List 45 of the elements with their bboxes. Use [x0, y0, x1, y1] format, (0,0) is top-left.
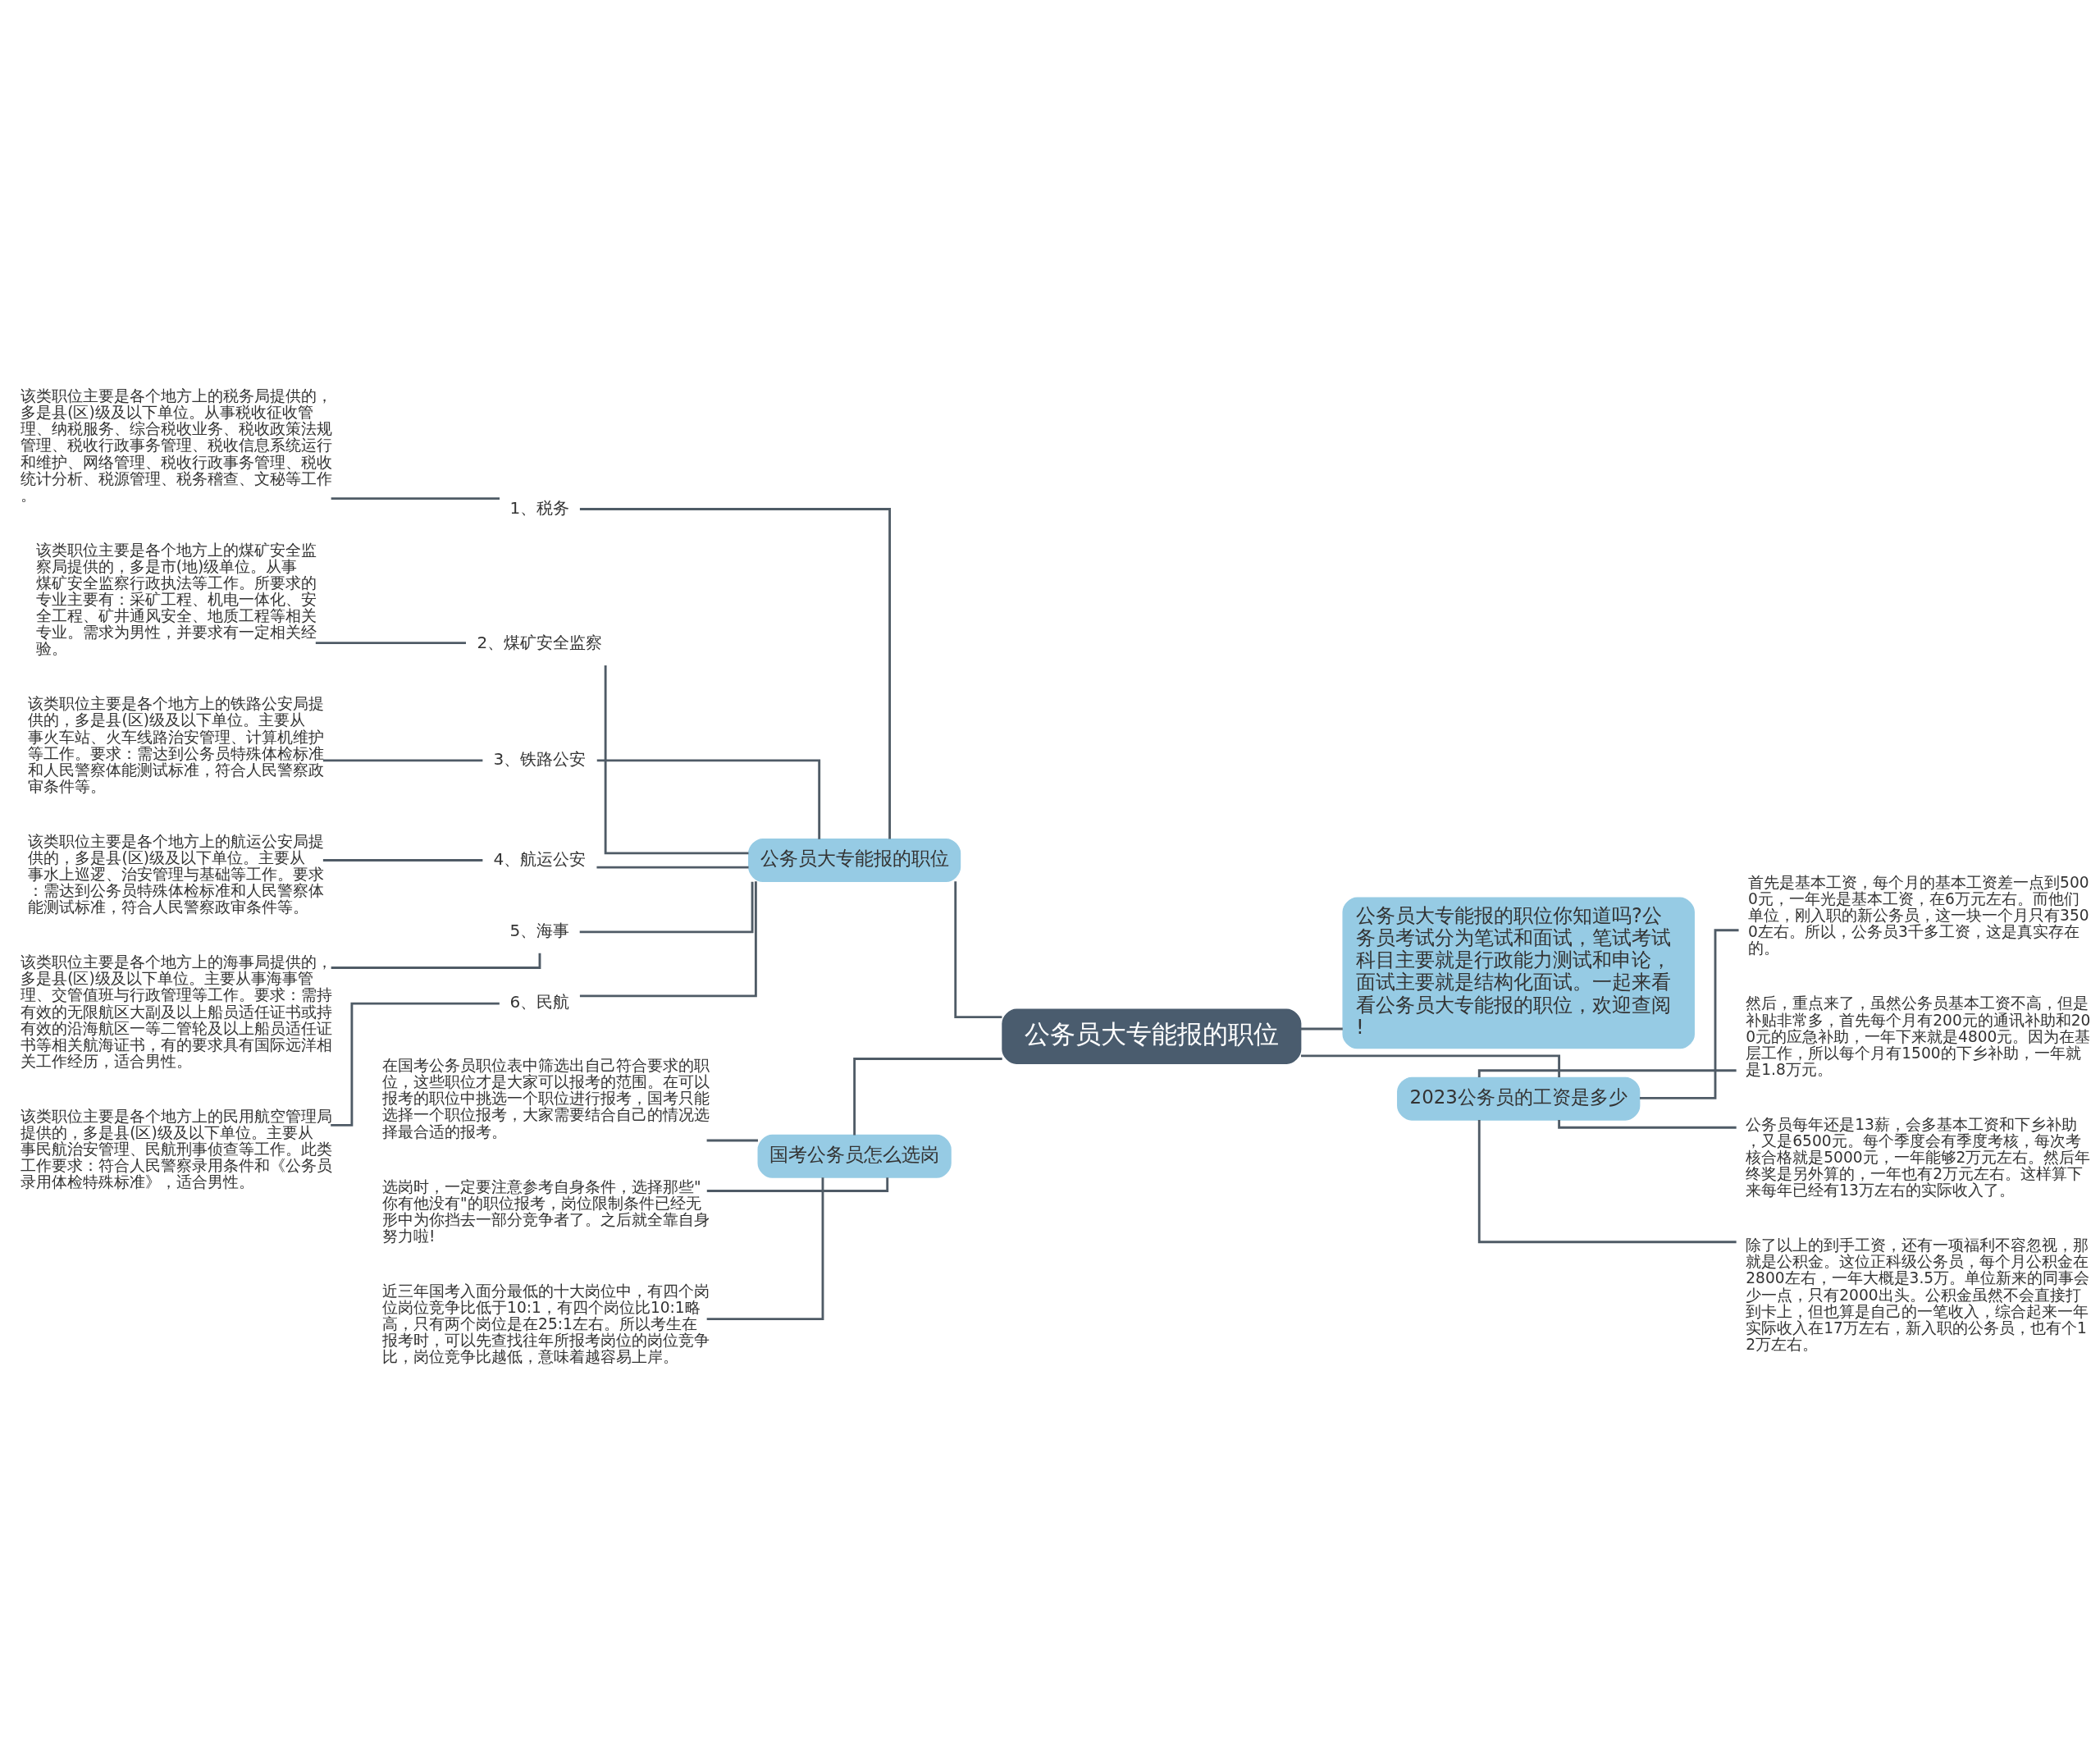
connector [604, 665, 749, 854]
node-box: 2023公务员的工资是多少 [1397, 1076, 1641, 1121]
connector [579, 880, 757, 997]
connector [1300, 1027, 1343, 1030]
node-text: 该类职位主要是各个地方上的煤矿安全监察局提供的，多是市(地)级单位。从事煤矿安全监察行政执法等工作。所要求的专业主要有：采矿工程、机电一体化、安全工程、矿井通风安全、地质工程等相关专业。需求为男性，并要求有一定相关经验。 [35, 541, 317, 657]
node-box: 公务员大专能报的职位你知道吗?公务员考试分为笔试和面试，笔试考试科目主要就是行政能力测试和申论，面试主要就是结构化面试。一起来看看公务员大专能报的职位，欢迎查阅! [1342, 897, 1695, 1049]
node-box: 国考公务员怎么选岗 [757, 1134, 952, 1178]
connector [596, 866, 749, 869]
connector [954, 880, 1002, 1018]
connector [322, 758, 483, 761]
node-text: 然后，重点来了，虽然公务员基本工资不高，但是补贴非常多，首先每个月有200元的通讯补助和200元的应急补助，一年下来就是4800元。因为在基层工作，所以每个月有1500的下乡补助，一年就是1.8万元。 [1746, 994, 2091, 1078]
node-text: 该类职位主要是各个地方上的海事局提供的，多是县(区)级及以下单位。主要从事海事管理、交管值班与行政管理等工作。要求：需持有效的无限航区大副及以上船员适任证书或持有效的沿海航区一等二管轮及以上船员适任证书等相关航海证书，有的要求具有国际远洋相关工作经历，适合男性。 [21, 953, 333, 1070]
connector [1477, 1119, 1737, 1243]
node-text: 2、煤矿安全监察 [477, 632, 603, 652]
node-text: 选岗时，一定要注意参考自身条件，选择那些"你有他没有"的职位报考，岗位限制条件已经无形中为你挡去一部分竞争者了。之后就全靠自身努力啦! [382, 1177, 710, 1245]
node-text: 4、航运公安 [493, 848, 587, 869]
connector [706, 1139, 758, 1141]
node-text: 公务员每年还是13薪，会多基本工资和下乡补助，又是6500元。每个季度会有季度考核，每次考核合格就是5000元，一年能够2万元左右。然后年终奖是另外算的，一年也有2万元左右。这样算下来每年已经有13万左右的实际收入了。 [1746, 1115, 2091, 1199]
node-text: 该类职位主要是各个地方上的航运公安局提供的，多是县(区)级及以下单位。主要从事水上巡逻、治安管理与基础等工作。要求：需达到公务员特殊体检标准和人民警察体能测试标准，符合人民警察政审条件等。 [28, 832, 325, 916]
node-text: 该类职位主要是各个地方上的铁路公安局提供的，多是县(区)级及以下单位。主要从事火车站、火车线路治安管理、计算机维护等工作。要求：需达到公务员特殊体检标准和人民警察体能测试标准，符合人民警察政审条件等。 [28, 694, 325, 795]
connector [579, 881, 754, 933]
connector [315, 641, 466, 644]
connector [706, 1177, 824, 1320]
node-text: 1、税务 [509, 497, 570, 518]
node-box: 公务员大专能报的职位 [1002, 1008, 1302, 1064]
node-text: 首先是基本工资，每个月的基本工资差一点到5000元，一年光是基本工资，在6万元左右。而他们单位，刚入职的新公务员，这一块一个月只有3500左右。所以，公务员3千多工资，这是真实存在的。 [1748, 873, 2089, 957]
node-text: 除了以上的到手工资，还有一项福利不容忽视，那就是公积金。这位正科级公务员，每个月公积金在2800左右，一年大概是3.5万。单位新来的同事会少一点，只有2000出头。公积金虽然不会直接打到卡上，但也算是自己的一笔收入，综合起来一年实际收入在17万左右，新入职的公务员，也有个12万左右。 [1746, 1236, 2090, 1353]
connector [322, 858, 483, 862]
node-text: 近三年国考入面分最低的十大岗位中，有四个岗位岗位竞争比低于10:1，有四个岗位比10:1略高，只有两个岗位是在25:1左右。所以考生在报考时，可以先查找往年所报考岗位的岗位竞争比，岗位竞争比越低，意味着越容易上岸。 [382, 1282, 710, 1365]
node-text: 5、海事 [509, 920, 570, 940]
node-box: 公务员大专能报的职位 [748, 838, 961, 882]
connector [1301, 1053, 1561, 1077]
node-text: 该类职位主要是各个地方上的民用航空管理局提供的，多是县(区)级及以下单位。主要从事民航治安管理、民航刑事侦查等工作。此类工作要求：符合人民警察录用条件和《公务员录用体检特殊标准》，适合男性。 [21, 1107, 333, 1191]
node-text: 该类职位主要是各个地方上的税务局提供的，多是县(区)级及以下单位。从事税收征收管理、纳税服务、综合税收业务、税收政策法规管理、税收行政事务管理、税收信息系统运行和维护、网络管理、税收行政事务管理、税收统计分析、税源管理、税务稽查、文秘等工作。 [21, 386, 333, 504]
connector [579, 507, 891, 839]
connector [1558, 1119, 1737, 1129]
connector [706, 1177, 889, 1192]
node-text: 在国考公务员职位表中筛选出自己符合要求的职位，这些职位才是大家可以报考的范围。在可以报考的职位中挑选一个职位进行报考，国考只能选择一个职位报考，大家需要结合自己的情况选择最合适的报考。 [382, 1056, 710, 1140]
connector [331, 496, 500, 500]
connector [1477, 1068, 1737, 1077]
connector [596, 758, 821, 839]
connector [853, 1057, 1002, 1135]
node-text: 3、铁路公安 [493, 748, 587, 769]
connector [331, 953, 541, 969]
node-text: 6、民航 [509, 991, 570, 1012]
